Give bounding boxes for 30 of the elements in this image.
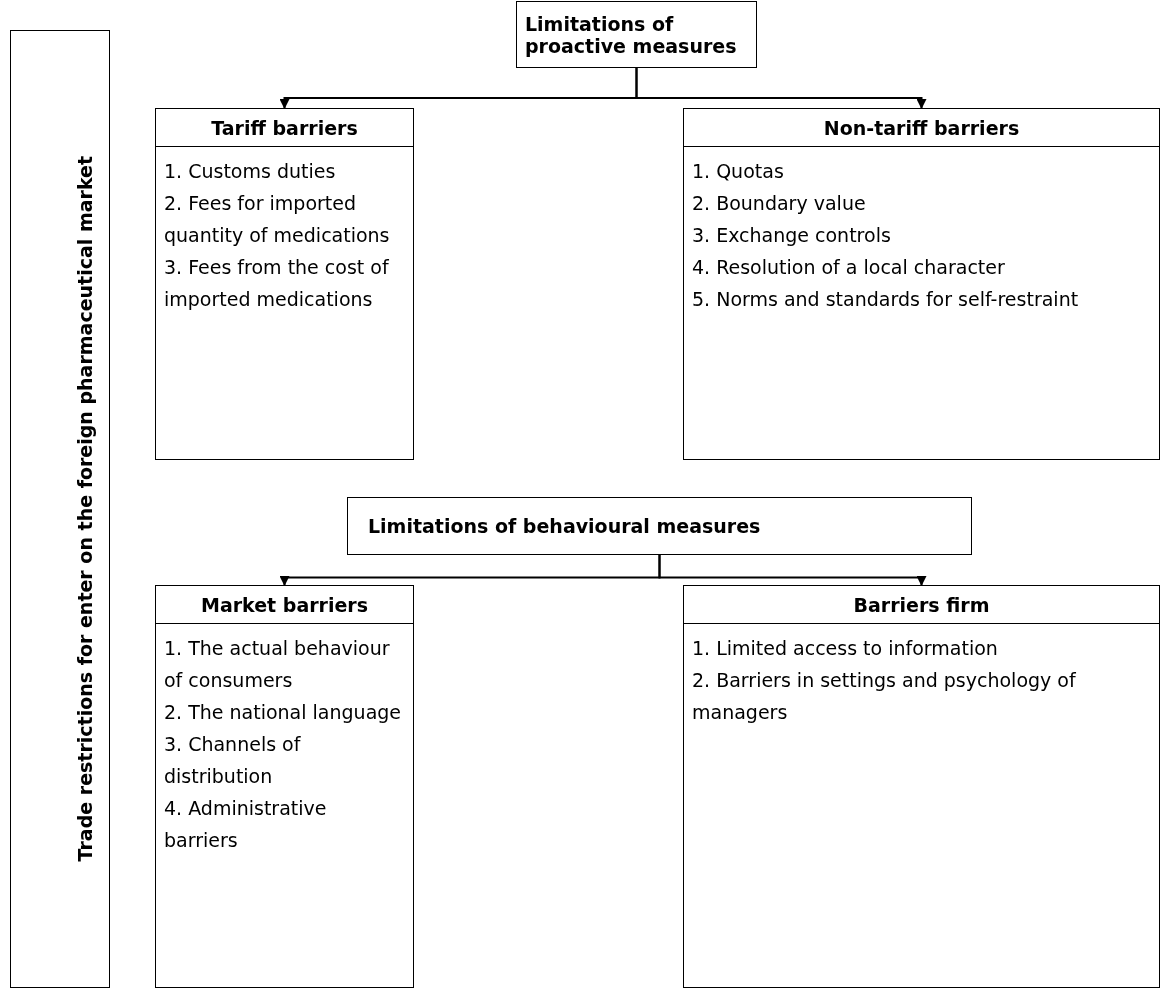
list-item: 1. Quotas xyxy=(692,159,785,184)
heading-box xyxy=(516,1,757,68)
list-box xyxy=(155,108,414,460)
list-item: 4. Resolution of a local character xyxy=(692,255,1006,280)
vertical-heading: Trade restrictions for enter on the foreign pharmaceutical market xyxy=(74,156,96,862)
list-item: 1. Customs duties xyxy=(164,159,337,184)
list-item: 4. Administrative barriers xyxy=(164,796,328,853)
connector-arrow xyxy=(658,554,927,586)
list-box xyxy=(683,108,1160,460)
list-item: 3. Channels of distribution xyxy=(164,732,302,789)
list-heading: Tariff barriers xyxy=(211,116,358,139)
list-box xyxy=(683,585,1160,988)
side-panel xyxy=(10,30,110,988)
list-item: 5. Norms and standards for self-restraint xyxy=(692,287,1080,312)
list-item: 1. Limited access to information xyxy=(692,636,999,661)
list-item: 2. Fees for imported quantity of medications xyxy=(164,191,391,248)
list-heading: Non-tariff barriers xyxy=(823,116,1020,139)
list-item: 3. Exchange controls xyxy=(692,223,892,248)
list-item: 3. Fees from the cost of imported medications xyxy=(164,255,390,312)
list-box xyxy=(155,585,414,988)
connector-arrow xyxy=(635,67,927,109)
list-item: 2. Boundary value xyxy=(692,191,867,216)
list-item: 2. Barriers in settings and psychology of managers xyxy=(692,668,1077,725)
heading-text: Limitations of proactive measures xyxy=(525,12,738,57)
list-heading: Barriers firm xyxy=(853,593,990,616)
list-item: 1. The actual behaviour of consumers xyxy=(164,636,391,693)
heading-text: Limitations of behavioural measures xyxy=(368,515,761,537)
list-item: 2. The national language xyxy=(164,700,403,725)
list-heading: Market barriers xyxy=(200,593,369,616)
heading-box xyxy=(347,497,972,555)
